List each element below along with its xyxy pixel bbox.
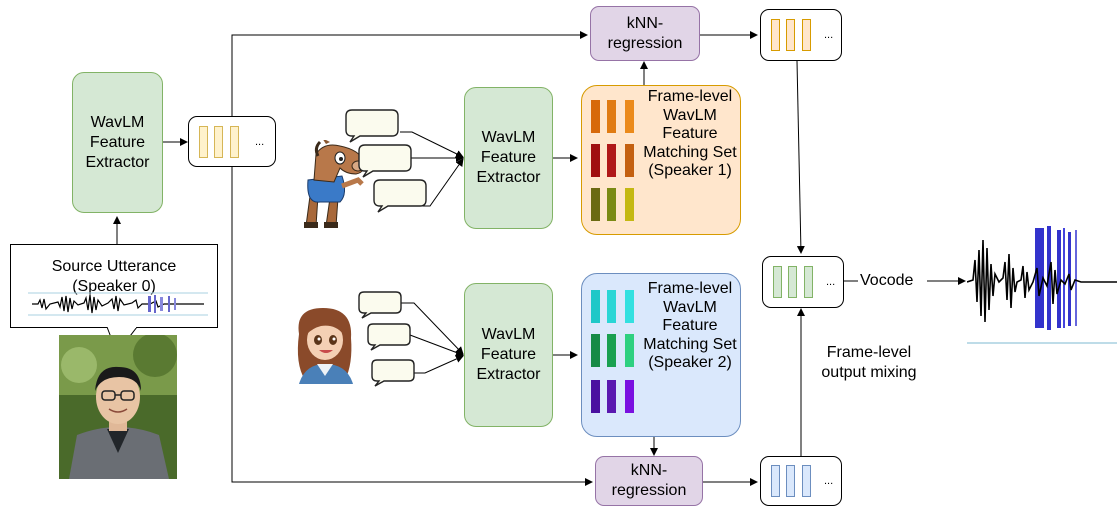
mixed-output-vector: ... <box>762 256 844 308</box>
feature-bar <box>591 380 600 413</box>
vector-bar <box>802 19 811 51</box>
output-waveform-icon <box>967 226 1117 344</box>
person-photo-icon <box>59 335 177 479</box>
vector-ellipsis: ... <box>255 136 265 148</box>
feature-bar <box>625 144 634 177</box>
vector-bar <box>771 19 780 51</box>
knn-regression-speaker2: kNN-regression <box>595 456 703 506</box>
feature-bar <box>591 144 600 177</box>
feature-bar <box>607 188 616 221</box>
cartoon-woman-icon <box>297 308 353 384</box>
feature-bar <box>607 334 616 367</box>
speech-bubble-icon <box>358 291 402 319</box>
speaker1-wavlm-extractor: WavLM Feature Extractor <box>464 87 553 229</box>
feature-bar <box>625 290 634 323</box>
vector-bar <box>773 266 782 298</box>
source-utterance-label: Source Utterance <box>51 258 177 275</box>
vector-ellipsis: ... <box>826 276 836 288</box>
source-wavlm-extractor: WavLM Feature Extractor <box>72 72 163 213</box>
output-mixing-label: Frame-level output mixing <box>821 344 917 381</box>
vector-bar <box>788 266 797 298</box>
knn-regression-speaker2-label: kNN-regression <box>611 462 687 499</box>
speaker2-matching-set-label: Frame-level WavLM Feature Matching Set (… <box>643 280 737 371</box>
feature-bar <box>591 100 600 133</box>
vector-bar <box>786 19 795 51</box>
speech-bubble-icon <box>358 144 412 178</box>
vector-bar <box>802 465 811 497</box>
feature-bar <box>591 334 600 367</box>
feature-bar <box>607 380 616 413</box>
speaker1-matching-set: Frame-level WavLM Feature Matching Set (… <box>581 85 741 235</box>
speaker2-matching-set: Frame-level WavLM Feature Matching Set (… <box>581 273 741 437</box>
speech-bubble-icon <box>371 359 415 387</box>
vector-ellipsis: ... <box>824 29 834 41</box>
feature-bar <box>625 100 634 133</box>
vector-bar <box>214 126 223 158</box>
speech-bubble-icon <box>345 109 399 143</box>
speaker2-output-vector: ... <box>760 456 842 506</box>
source-wavlm-extractor-label: WavLM Feature Extractor <box>85 113 150 171</box>
source-speaker-label: (Speaker 0) <box>72 278 156 295</box>
flow-lines <box>113 31 966 486</box>
feature-bar <box>607 290 616 323</box>
feature-bar <box>591 290 600 323</box>
speaker2-wavlm-extractor-label: WavLM Feature Extractor <box>476 326 541 383</box>
vector-bar <box>230 126 239 158</box>
vocode-label: Vocode <box>860 272 914 289</box>
feature-bar <box>607 100 616 133</box>
vector-bar <box>786 465 795 497</box>
source-waveform-icon <box>28 292 208 316</box>
feature-bar <box>625 334 634 367</box>
speaker1-matching-set-label: Frame-level WavLM Feature Matching Set (… <box>643 88 737 179</box>
vector-bar <box>199 126 208 158</box>
speech-bubble-icon <box>367 323 411 351</box>
vector-bar <box>771 465 780 497</box>
speaker1-wavlm-extractor-label: WavLM Feature Extractor <box>476 129 541 186</box>
source-feature-vector: ... <box>188 116 276 167</box>
vector-bar <box>804 266 813 298</box>
speaker1-output-vector: ... <box>760 9 842 61</box>
vector-ellipsis: ... <box>824 475 834 487</box>
cartoon-horse-icon <box>304 140 365 228</box>
knn-regression-speaker1: kNN-regression <box>590 6 700 61</box>
feature-bar <box>625 380 634 413</box>
speech-bubble-icon <box>373 179 427 213</box>
source-utterance-callout: Source Utterance (Speaker 0) <box>10 244 218 328</box>
feature-bar <box>625 188 634 221</box>
speaker2-wavlm-extractor: WavLM Feature Extractor <box>464 283 553 427</box>
feature-bar <box>607 144 616 177</box>
knn-regression-speaker1-label: kNN-regression <box>607 14 683 52</box>
feature-bar <box>591 188 600 221</box>
